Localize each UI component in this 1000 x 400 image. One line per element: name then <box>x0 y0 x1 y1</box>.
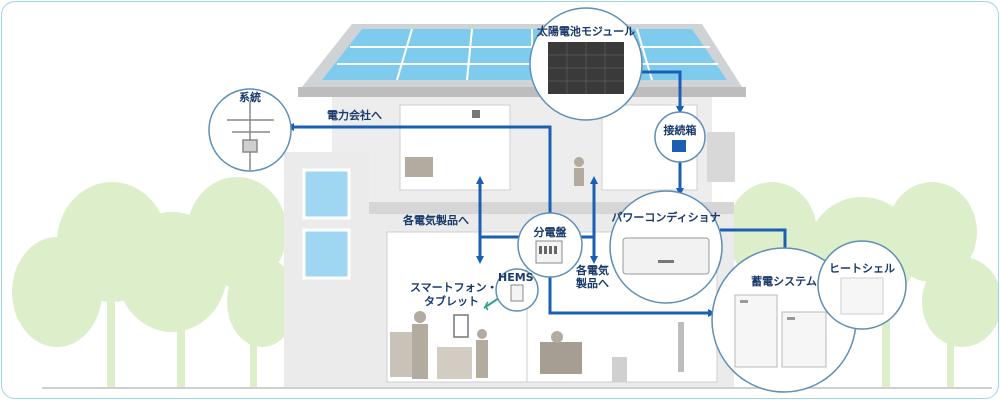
hems-callout: HEMS <box>495 268 539 312</box>
power-conditioner-callout: パワーコンディショナ <box>609 190 723 304</box>
power-conditioner-icon <box>622 237 710 275</box>
to-appliances-left-label: 各電気製品へ <box>402 213 469 227</box>
power-conditioner-label: パワーコンディショナ <box>611 210 720 224</box>
smartphone-label-line1: スマートフォン・ <box>410 281 498 294</box>
grid-label: 系統 <box>239 90 261 104</box>
tablet-icon <box>453 314 469 338</box>
junction-box-icon <box>672 140 686 152</box>
solar-module-label: 太陽電池モジュール <box>536 24 635 38</box>
storage-system-label: 蓄電システム <box>751 274 817 288</box>
grid-callout: 系統 <box>208 88 292 172</box>
solar-module-callout: 太陽電池モジュール <box>529 7 643 121</box>
heat-shell-label: ヒートシェル <box>829 262 895 275</box>
distribution-board-callout: 分電盤 <box>517 212 583 278</box>
flow-arrows <box>286 70 789 317</box>
storage-unit-small-icon <box>781 311 827 368</box>
junction-box-callout: 接続箱 <box>654 111 706 163</box>
to-appliances-right-label-line1: 各電気 <box>575 263 609 277</box>
to-appliances-right-label-line2: 製品へ <box>575 276 609 290</box>
to-power-company-label: 電力会社へ <box>327 108 382 122</box>
storage-unit-large-icon <box>734 294 778 368</box>
heat-shell-callout: ヒートシェル <box>817 240 907 330</box>
smartphone-label-line2: タブレット <box>424 294 479 308</box>
distribution-board-label: 分電盤 <box>534 225 568 239</box>
junction-box-label: 接続箱 <box>664 123 697 137</box>
hems-label: HEMS <box>498 271 534 284</box>
heat-shell-icon <box>840 277 884 315</box>
